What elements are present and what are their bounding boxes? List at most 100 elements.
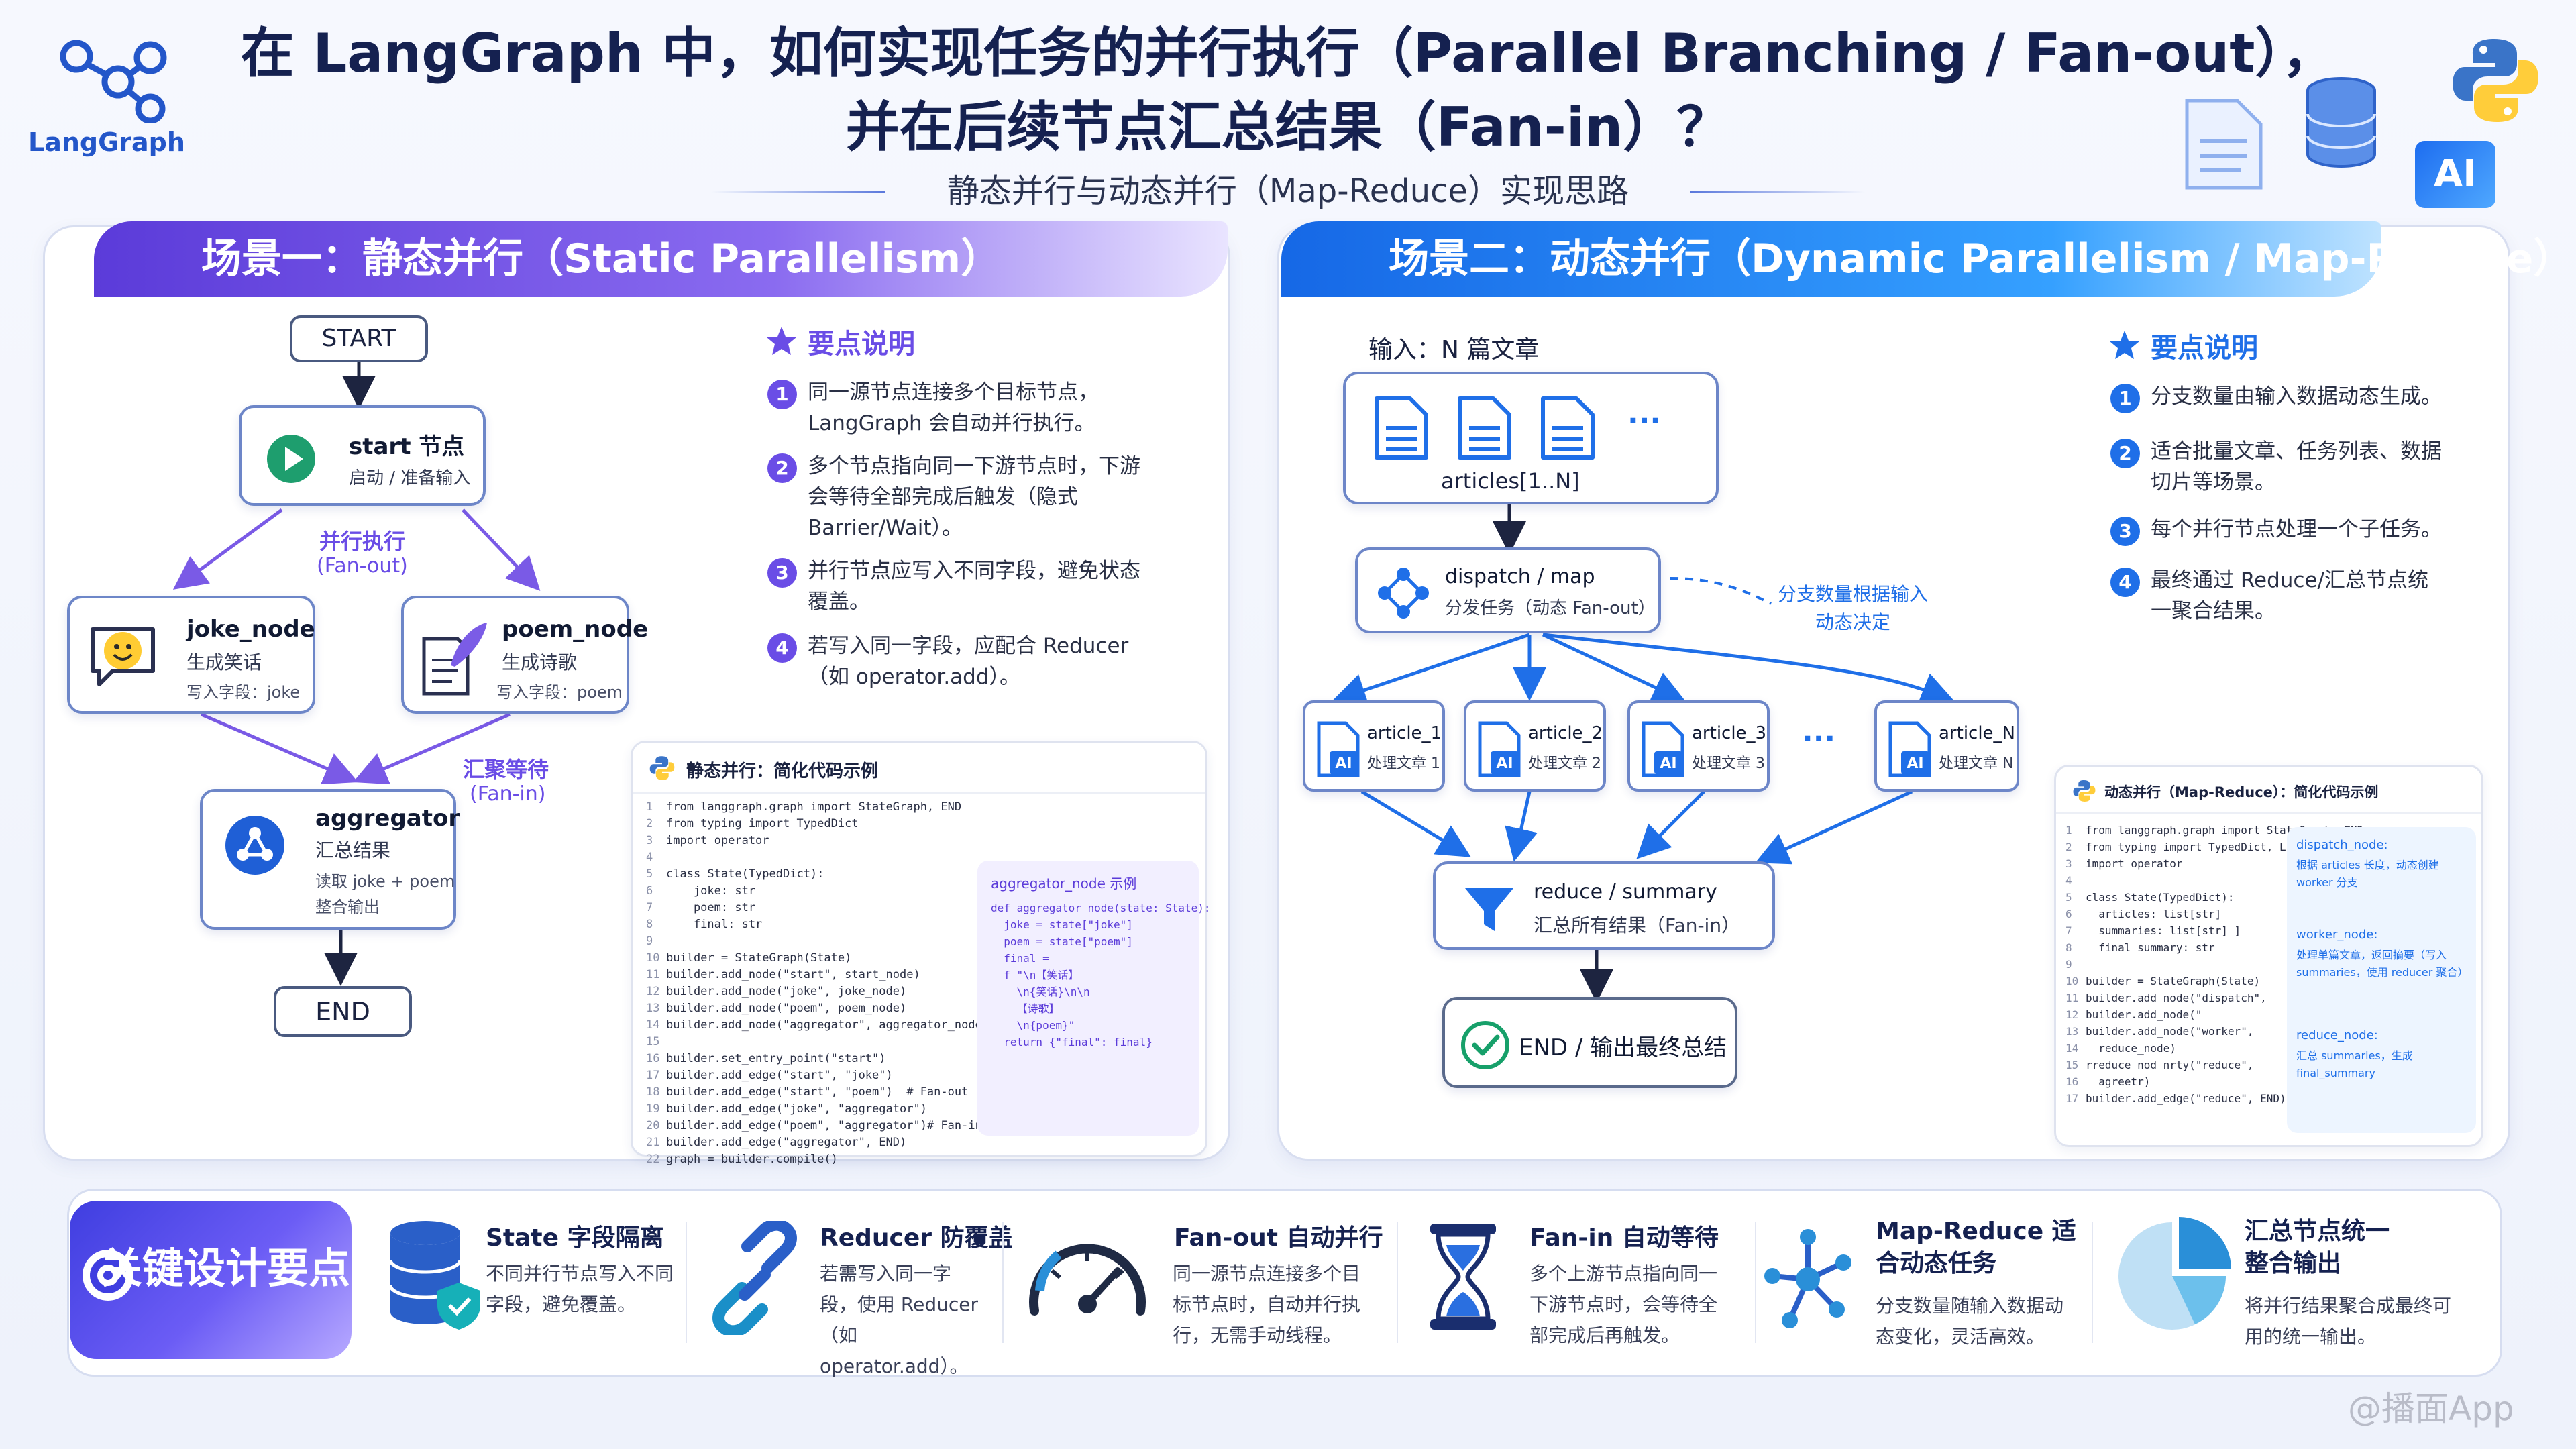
- poem-node: poem_node 生成诗歌 写入字段：poem: [401, 596, 648, 714]
- database-icon: [2306, 77, 2376, 168]
- code-line: joke = state["joke"]: [991, 916, 1211, 933]
- network-node-icon: [225, 816, 284, 875]
- aggregator-desc1: 读取 joke + poem: [315, 872, 455, 891]
- note-text: 处理单篇文章，返回摘要（写入 summaries，使用 reducer 聚合）: [2296, 949, 2469, 979]
- python-small-icon: [649, 756, 675, 780]
- code-text: builder.add_node("worker",: [2086, 1025, 2254, 1038]
- code-text: def aggregator_node(state: State):: [991, 902, 1211, 914]
- line-number: 1: [646, 800, 653, 814]
- scenario1-flow-arrows: [172, 362, 541, 986]
- code-text: builder.set_entry_point("start"): [666, 1052, 886, 1065]
- scenario2-points-head: 要点说明: [2151, 333, 2258, 364]
- code-text: builder.add_node("dispatch",: [2086, 991, 2267, 1004]
- code-text: poem: str: [666, 901, 756, 914]
- check-circle-icon: [1461, 1021, 1509, 1069]
- point-text: 同一源节点连接多个目标节点，LangGraph 会自动并行执行。: [808, 380, 1099, 435]
- document-icon: [1458, 396, 1511, 460]
- code-text: final =: [991, 952, 1049, 965]
- code-text: builder.add_edge("joke", "aggregator"): [666, 1102, 927, 1116]
- code-text: f "\n【笑话】: [991, 969, 1079, 981]
- code-text: builder = StateGraph(State): [2086, 975, 2261, 987]
- key-item-text: 将并行结果聚合成最终可用的统一输出。: [2245, 1295, 2452, 1348]
- worker-sub: 处理文章 1: [1367, 755, 1440, 772]
- code-line: final =: [991, 950, 1211, 967]
- point-number: 4: [767, 633, 797, 663]
- code-text: class State(TypedDict):: [2086, 891, 2235, 904]
- scenario1-code-title: 静态并行：简化代码示例: [686, 761, 879, 782]
- code-line: 10 builder = StateGraph(State): [2065, 973, 2363, 989]
- line-number: 15: [2065, 1059, 2079, 1071]
- reduce-sub: 汇总所有结果（Fan-in）: [1534, 914, 1741, 936]
- ai-document-icon: AI: [1317, 721, 1360, 777]
- code-text: return {"final": final}: [991, 1036, 1152, 1049]
- code-text: builder.add_edge("start", "poem") # Fan-…: [666, 1085, 969, 1099]
- code-text: poem = state["poem"]: [991, 935, 1133, 948]
- code-text: summaries: list[str] ]: [2086, 924, 2241, 937]
- document-icon: [1375, 396, 1428, 460]
- aggregator-sub: 汇总结果: [315, 839, 391, 861]
- code-line: f "\n【笑话】: [991, 967, 1211, 983]
- python-small-icon: [2073, 780, 2096, 802]
- key-item-text: 分支数量随输入数据动态变化，灵活高效。: [1876, 1295, 2064, 1348]
- code-text: builder.add_edge("start", "joke"): [666, 1069, 893, 1082]
- hourglass-icon: [1430, 1224, 1496, 1330]
- point-number: 3: [767, 558, 797, 588]
- star-icon: [2110, 331, 2139, 359]
- code-line: 9: [646, 933, 989, 950]
- worker-notes-box: dispatch_node: 根据 articles 长度，动态创建 worke…: [2287, 827, 2476, 1133]
- aggregator-example-title: aggregator_node 示例: [991, 875, 1137, 892]
- code-line: 6 joke: str: [646, 883, 989, 900]
- workers-ellipsis: ···: [1802, 722, 1836, 756]
- code-text: builder.add_node(": [2086, 1008, 2202, 1021]
- line-number: 17: [646, 1069, 660, 1082]
- separator: [1397, 1222, 1398, 1343]
- line-number: 6: [646, 884, 653, 898]
- joke-node-field: 写入字段：joke: [186, 683, 301, 702]
- worker-title: article_3: [1692, 723, 1767, 743]
- ai-document-icon: AI: [1642, 721, 1684, 777]
- fanin-label: 汇聚等待: [463, 757, 549, 782]
- logo-text: LangGraph: [28, 127, 185, 157]
- scenario2-banner: 场景二：动态并行（Dynamic Parallelism / Map-Reduc…: [1281, 221, 2573, 297]
- document-icon: [2185, 99, 2263, 190]
- separator: [1002, 1222, 1004, 1343]
- code-text: reduce_node): [2086, 1042, 2176, 1055]
- code-line: 8 final: str: [646, 916, 989, 933]
- note-title: reduce_node:: [2296, 1028, 2378, 1042]
- code-text: builder.add_edge("reduce", END): [2086, 1092, 2286, 1105]
- ai-document-icon: AI: [1888, 721, 1931, 777]
- line-number: 10: [2065, 975, 2079, 987]
- input-label: 输入：N 篇文章: [1368, 336, 1540, 364]
- worker-sub: 处理文章 3: [1692, 755, 1765, 772]
- code-line: 16 agreetr): [2065, 1073, 2363, 1090]
- worker-article-1: AI article_1 处理文章 1: [1303, 700, 1445, 792]
- code-text: builder.add_node("start", start_node): [666, 968, 920, 981]
- articles-input-box: ··· articles[1..N]: [1343, 372, 1719, 504]
- code-line: 8 final summary: str: [2065, 939, 2363, 956]
- network-node-icon: [1378, 568, 1429, 619]
- separator: [2092, 1222, 2093, 1343]
- line-number: 3: [2065, 857, 2072, 870]
- poem-node-title: poem_node: [502, 616, 649, 643]
- code-line: return {"final": final}: [991, 1034, 1211, 1051]
- line-number: 5: [646, 867, 653, 881]
- code-text: graph = builder.compile(): [666, 1152, 838, 1166]
- end-terminal: END: [274, 986, 412, 1037]
- key-item-title: State 字段隔离: [486, 1224, 664, 1252]
- point-number: 4: [2110, 568, 2140, 597]
- note-title: dispatch_node:: [2296, 838, 2388, 852]
- point-text: 每个并行节点处理一个子任务。: [2151, 517, 2442, 541]
- point-number: 1: [2110, 384, 2140, 413]
- scenario2-flow-arrows: [1332, 504, 1955, 1003]
- code-line: 【诗歌】: [991, 1000, 1211, 1017]
